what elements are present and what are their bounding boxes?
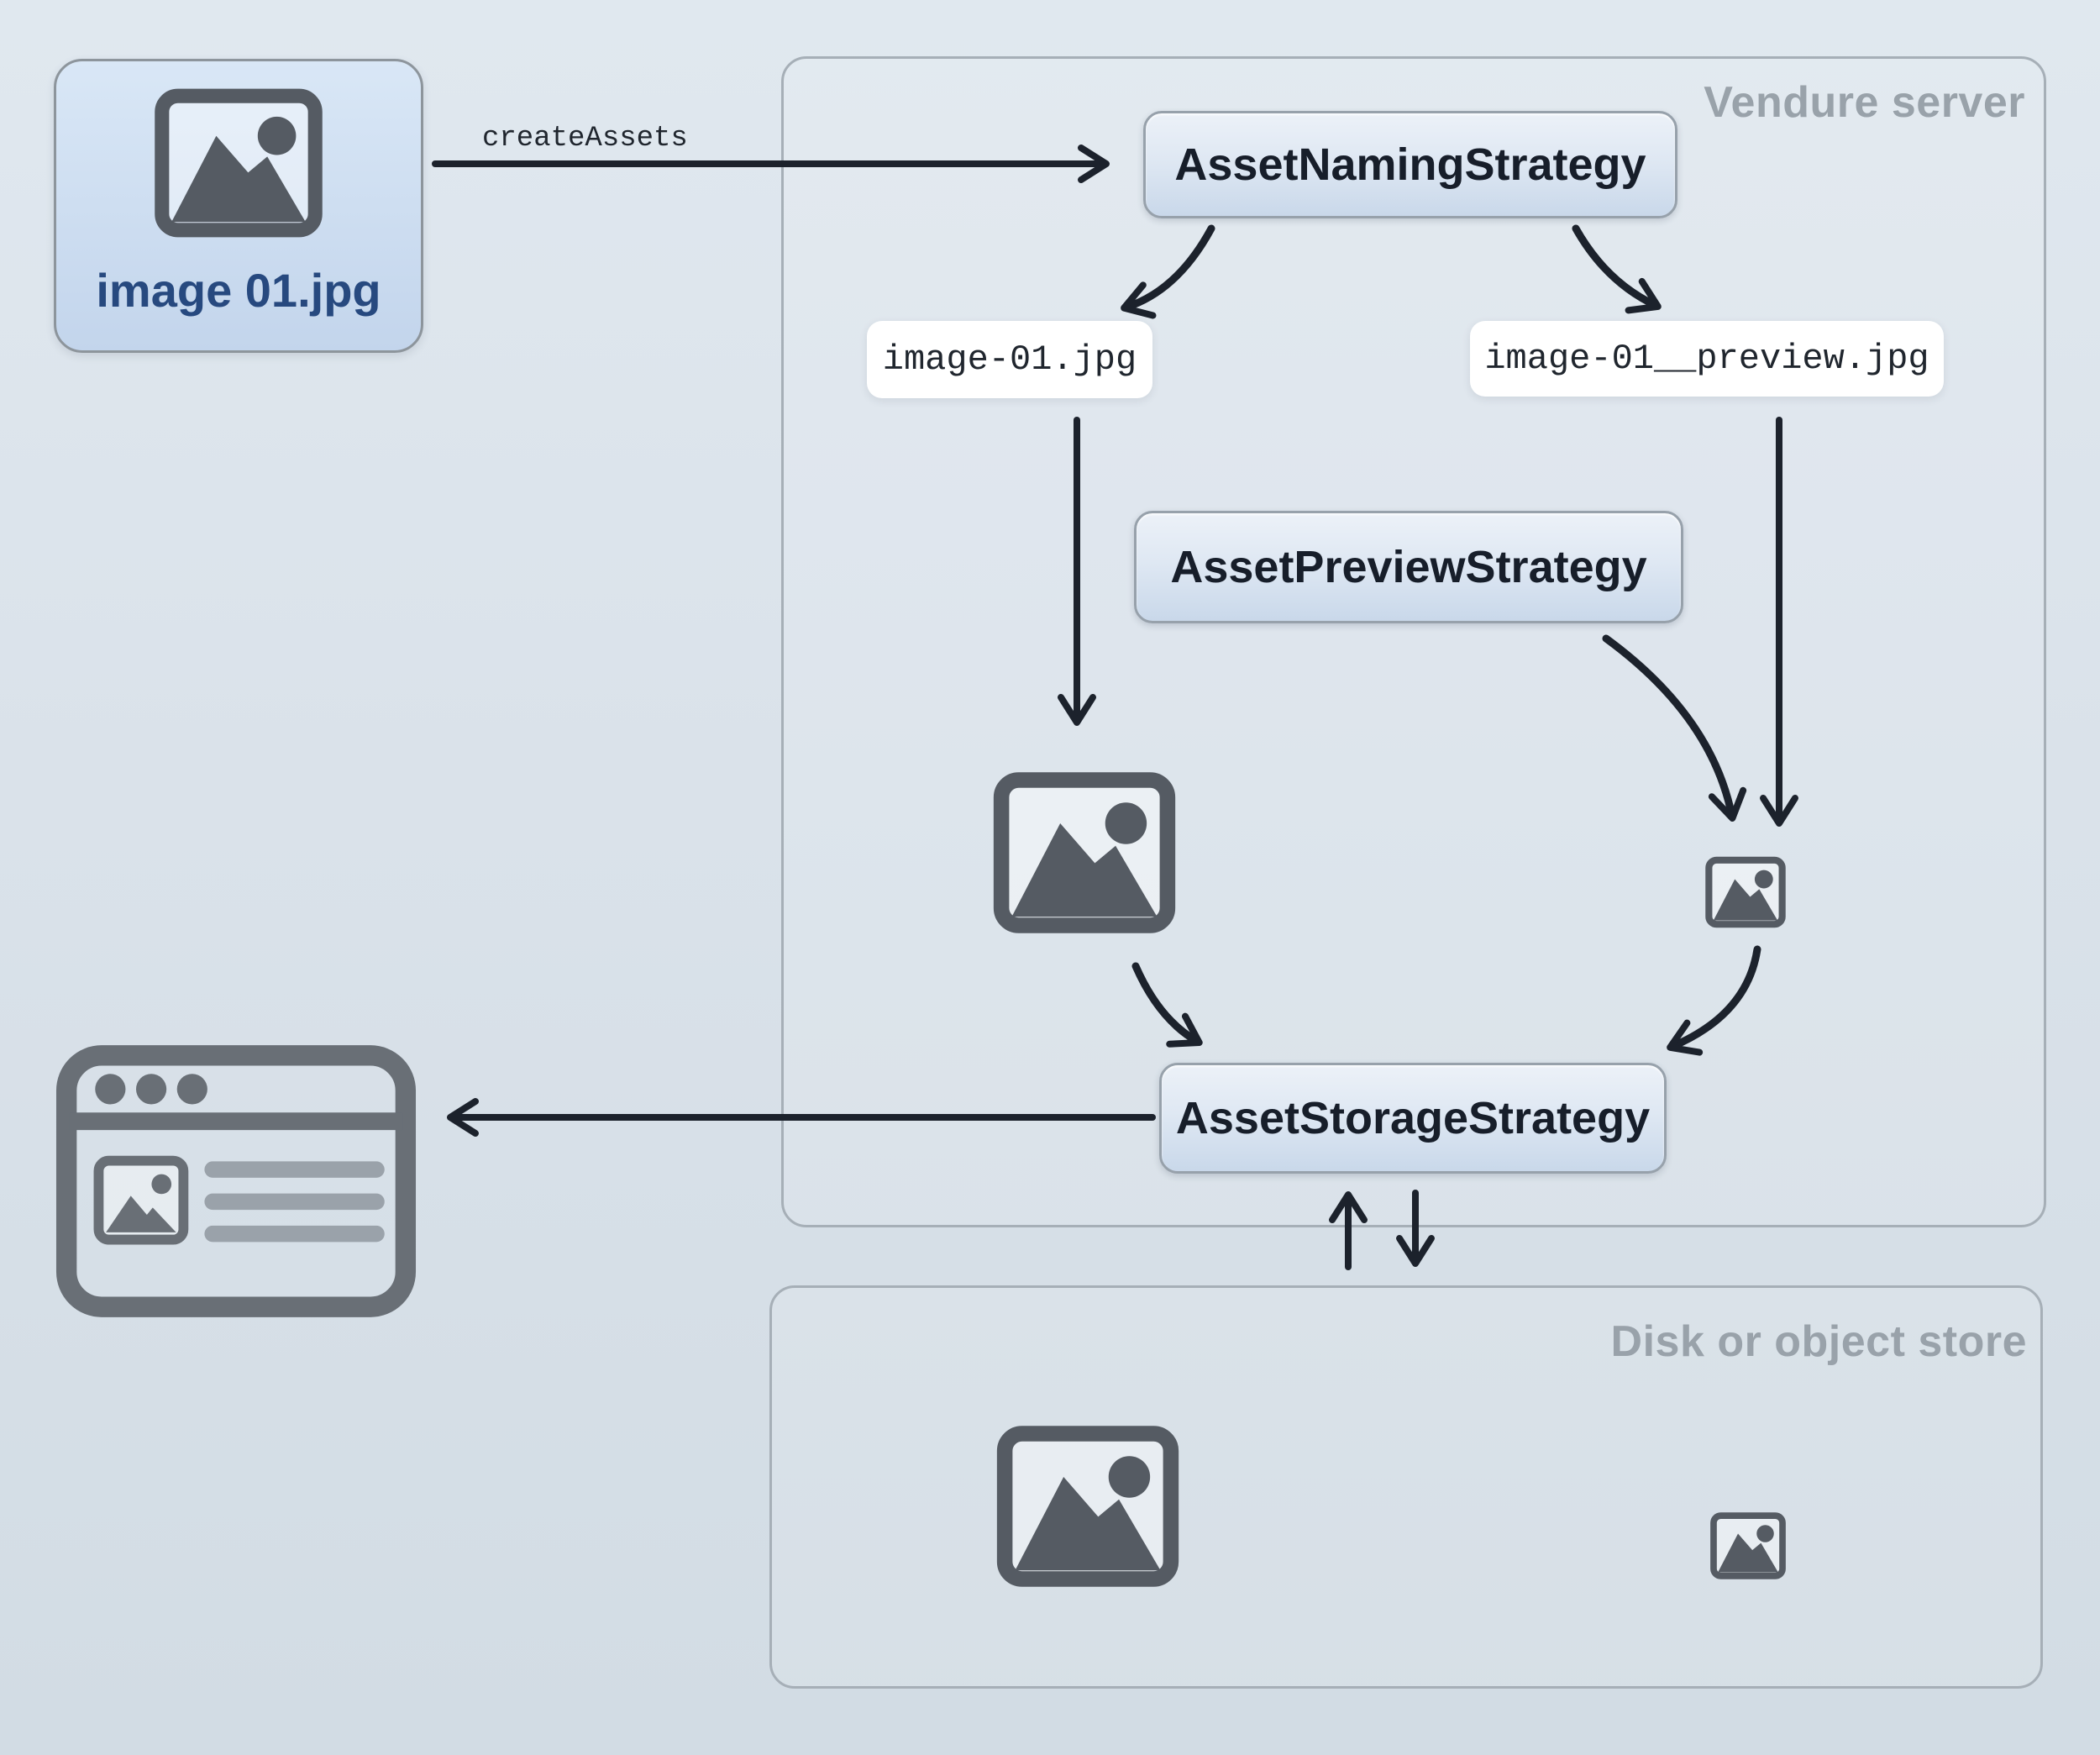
store-preview-image-icon	[1709, 1507, 1788, 1584]
original-image-icon	[983, 766, 1186, 939]
vendure-server-label: Vendure server	[1704, 78, 2025, 127]
node-asset-preview-strategy: AssetPreviewStrategy	[1134, 511, 1683, 623]
disk-store-box: Disk or object store	[769, 1285, 2043, 1689]
source-file-label: image 01.jpg	[96, 264, 381, 317]
node-asset-storage-strategy: AssetStorageStrategy	[1159, 1063, 1667, 1174]
file-chip-original: image-01.jpg	[867, 321, 1152, 398]
node-asset-naming-strategy: AssetNamingStrategy	[1143, 111, 1677, 218]
source-file-card: image 01.jpg	[54, 59, 423, 353]
source-image-icon	[148, 83, 329, 243]
vendure-server-box: Vendure server	[781, 56, 2046, 1227]
preview-image-icon	[1704, 852, 1788, 933]
file-chip-preview: image-01__preview.jpg	[1470, 321, 1944, 397]
browser-window-icon	[49, 1035, 423, 1327]
store-original-image-icon	[986, 1420, 1189, 1593]
browser-thumbnail-image-icon	[93, 1155, 189, 1245]
disk-store-label: Disk or object store	[1610, 1317, 2027, 1366]
create-assets-label: createAssets	[482, 123, 688, 155]
